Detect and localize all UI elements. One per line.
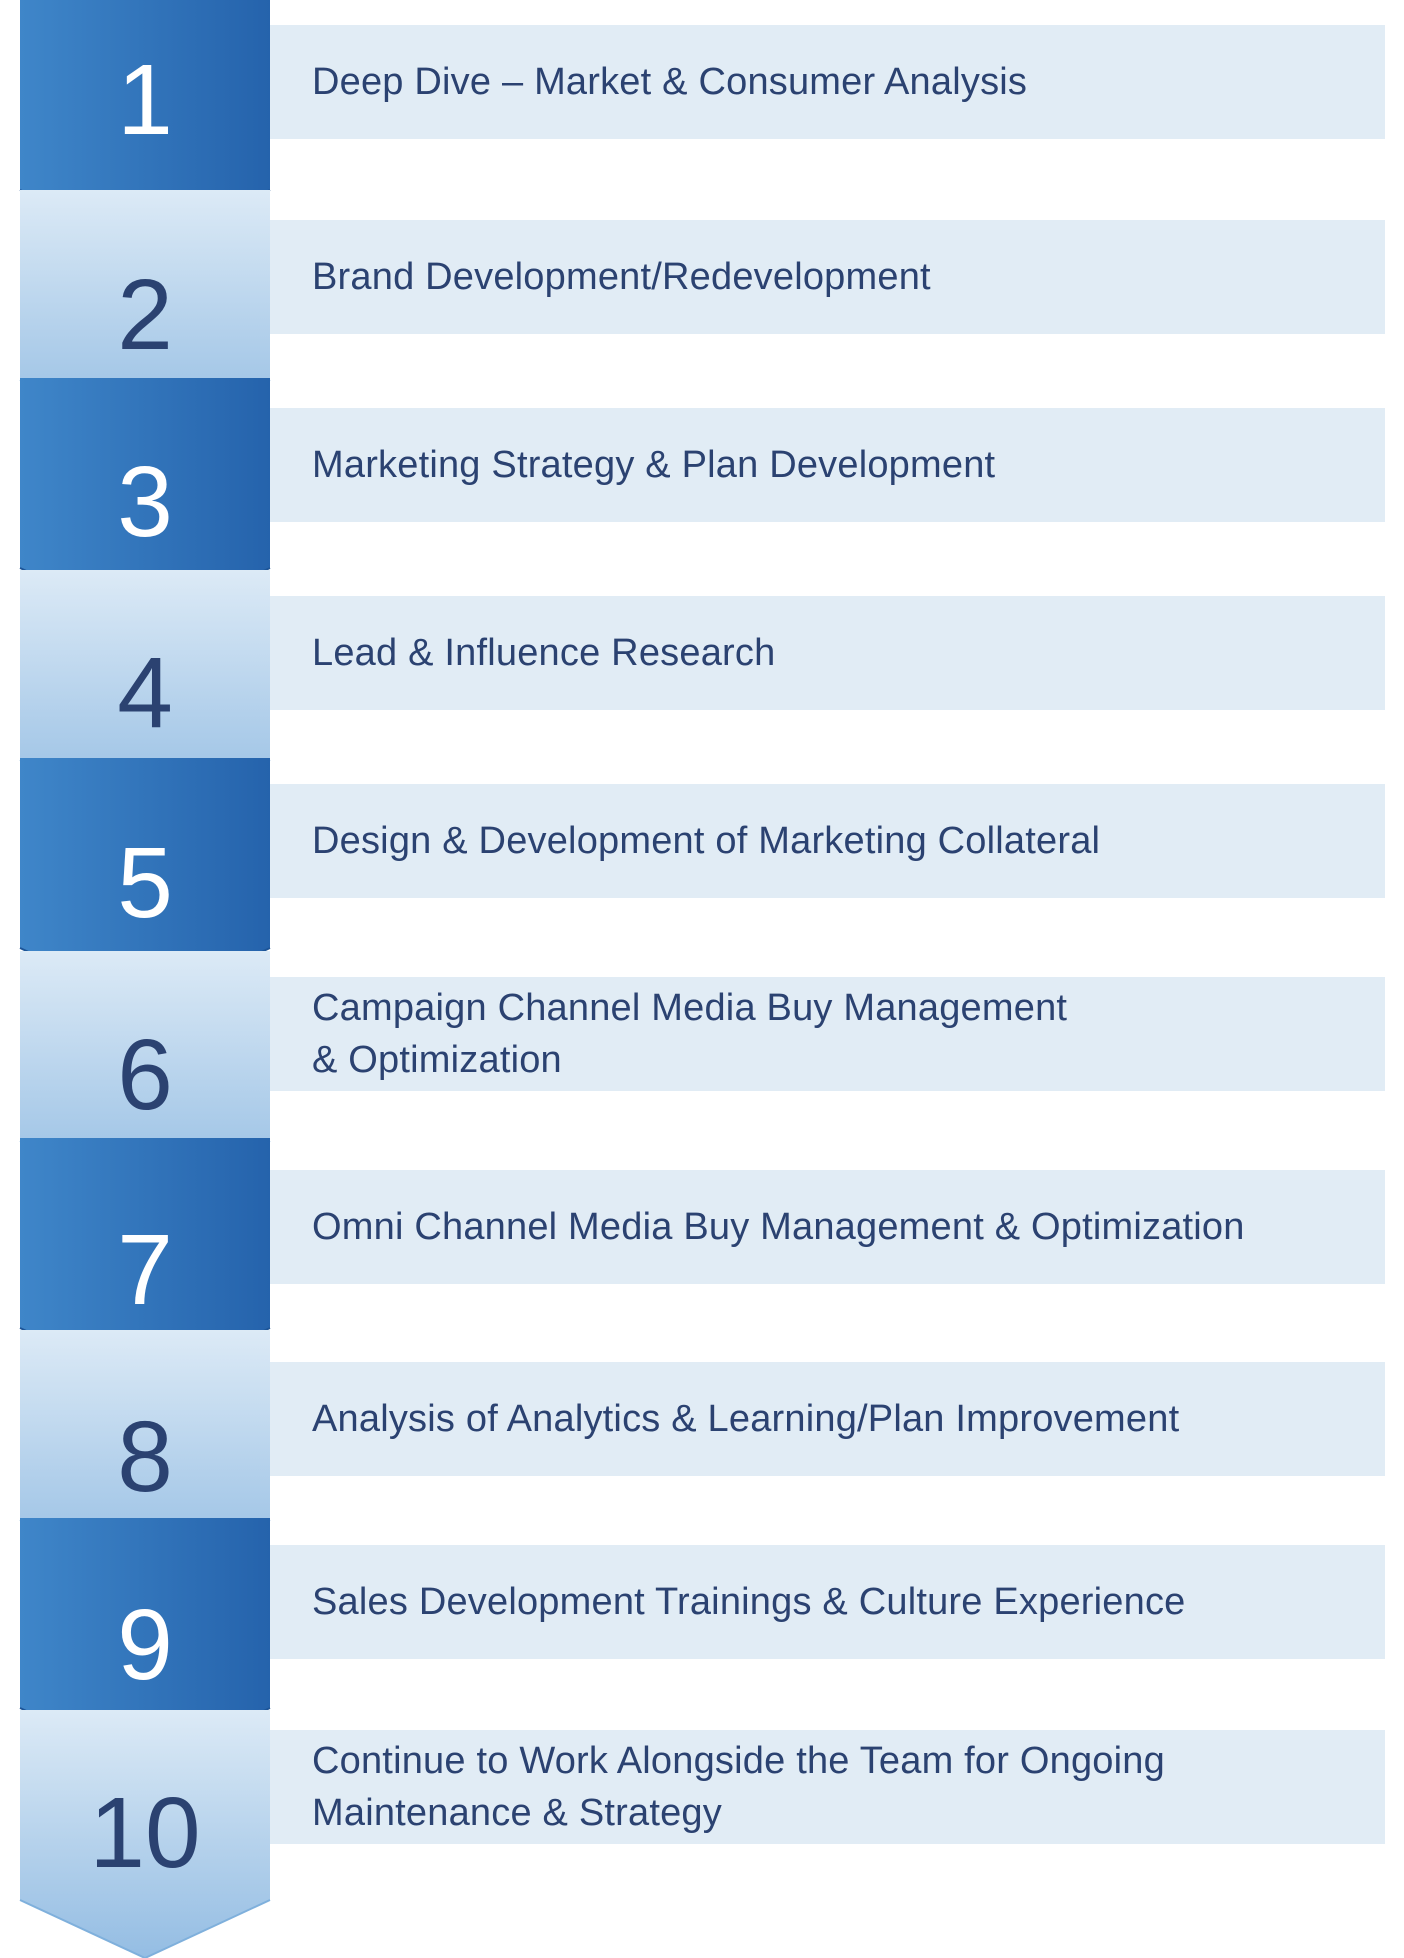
step-9-number: 9	[117, 1589, 173, 1701]
step-5-chevron-shape	[20, 758, 270, 1006]
step-2-label: Brand Development/Redevelopment	[312, 256, 931, 298]
step-3-bar: Marketing Strategy & Plan Development	[270, 408, 1385, 522]
step-3-number: 3	[117, 446, 173, 558]
step-4-bar: Lead & Influence Research	[270, 596, 1385, 710]
step-10-bar: Continue to Work Alongside the Team for …	[270, 1730, 1385, 1844]
step-6-label: Campaign Channel Media Buy Management & …	[312, 987, 1068, 1081]
step-5-label: Design & Development of Marketing Collat…	[312, 820, 1101, 862]
step-10-label: Continue to Work Alongside the Team for …	[312, 1740, 1165, 1834]
step-10-number: 10	[89, 1777, 201, 1889]
step-5-bar: Design & Development of Marketing Collat…	[270, 784, 1385, 898]
step-8-bar: Analysis of Analytics & Learning/Plan Im…	[270, 1362, 1385, 1476]
step-1-bar: Deep Dive – Market & Consumer Analysis	[270, 25, 1385, 139]
step-7-number: 7	[117, 1214, 173, 1326]
step-4-chevron-shape	[20, 570, 270, 818]
step-6-number: 6	[117, 1019, 173, 1131]
step-7-chevron-shape	[20, 1138, 270, 1386]
step-7-label: Omni Channel Media Buy Management & Opti…	[312, 1206, 1245, 1248]
step-3-label: Marketing Strategy & Plan Development	[312, 444, 996, 486]
step-6-chevron-shape	[20, 951, 270, 1199]
step-10-chevron-shape	[20, 1710, 270, 1958]
step-9-label: Sales Development Trainings & Culture Ex…	[312, 1581, 1186, 1623]
step-8-number: 8	[117, 1401, 173, 1513]
step-4-number: 4	[117, 637, 173, 749]
step-7-bar: Omni Channel Media Buy Management & Opti…	[270, 1170, 1385, 1284]
step-10-chevron-edge	[19, 1899, 271, 1958]
step-1-label: Deep Dive – Market & Consumer Analysis	[312, 61, 1028, 103]
step-10-chevron	[19, 1710, 271, 1958]
step-2-bar: Brand Development/Redevelopment	[270, 220, 1385, 334]
step-4-label: Lead & Influence Research	[312, 632, 776, 674]
step-1-number: 1	[117, 44, 173, 156]
step-8-chevron-shape	[20, 1330, 270, 1578]
step-8-label: Analysis of Analytics & Learning/Plan Im…	[312, 1398, 1180, 1440]
step-2-chevron-shape	[20, 190, 270, 438]
step-1-chevron-shape	[20, 0, 270, 248]
step-9-chevron-shape	[20, 1518, 270, 1766]
step-9-bar: Sales Development Trainings & Culture Ex…	[270, 1545, 1385, 1659]
step-6-bar: Campaign Channel Media Buy Management & …	[270, 977, 1385, 1091]
step-5-number: 5	[117, 827, 173, 939]
step-3-chevron-shape	[20, 378, 270, 626]
step-2-number: 2	[117, 259, 173, 371]
